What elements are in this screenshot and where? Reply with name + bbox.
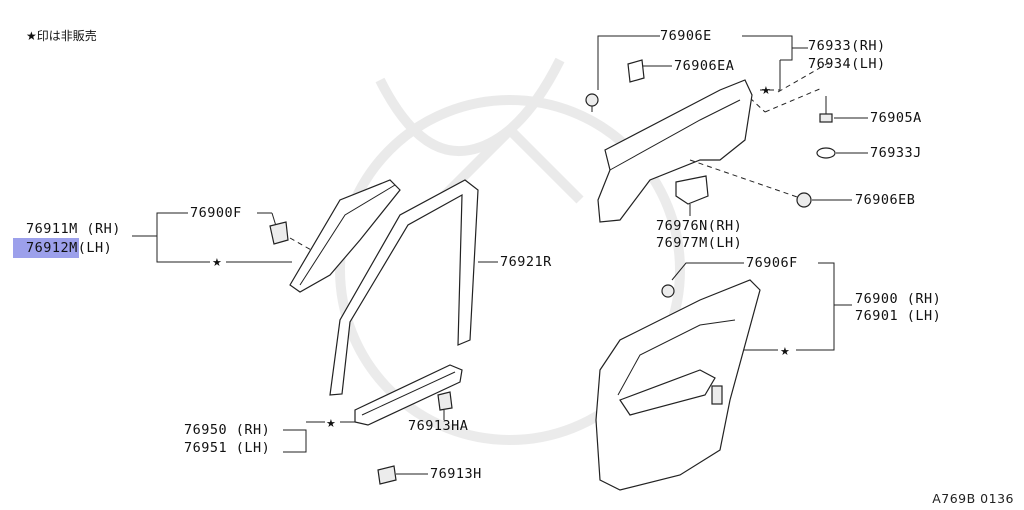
- label-76951[interactable]: 76951 (LH): [184, 440, 271, 456]
- svg-text:★: ★: [780, 345, 790, 358]
- svg-text:★: ★: [761, 84, 771, 97]
- svg-text:★: ★: [212, 256, 222, 269]
- label-76921R[interactable]: 76921R: [500, 254, 552, 270]
- label-76905A[interactable]: 76905A: [870, 110, 922, 126]
- label-76900F[interactable]: 76900F: [190, 205, 242, 221]
- label-76977M[interactable]: 76977M(LH): [656, 235, 743, 251]
- label-76901[interactable]: 76901 (LH): [855, 308, 942, 324]
- label-76976N[interactable]: 76976N(RH): [656, 218, 743, 234]
- drawing-code: A769B 0136: [932, 491, 1014, 506]
- weatherstrip: [329, 179, 479, 396]
- label-76934[interactable]: 76934(LH): [808, 56, 886, 72]
- label-76950[interactable]: 76950 (RH): [184, 422, 271, 438]
- washer-part: [816, 147, 836, 159]
- label-76900[interactable]: 76900 (RH): [855, 291, 942, 307]
- label-76911M[interactable]: 76911M (RH): [26, 221, 121, 237]
- label-76912M[interactable]: 76912M(LH): [26, 240, 113, 256]
- label-76913HA[interactable]: 76913HA: [408, 418, 469, 434]
- kicking-plate: [354, 364, 463, 426]
- label-76906F[interactable]: 76906F: [746, 255, 798, 271]
- legend-note: ★印は非販売: [26, 29, 97, 43]
- selection-highlight: [13, 238, 79, 258]
- label-76906E[interactable]: 76906E: [660, 28, 712, 44]
- label-76913H[interactable]: 76913H: [430, 466, 482, 482]
- label-76906EA[interactable]: 76906EA: [674, 58, 735, 74]
- label-76933[interactable]: 76933(RH): [808, 38, 886, 54]
- not-sold-markers: ★ ★ ★ ★: [212, 84, 790, 430]
- svg-text:★: ★: [326, 417, 336, 430]
- label-76906EB[interactable]: 76906EB: [855, 192, 916, 208]
- front-pillar-garnish: [289, 179, 401, 293]
- rear-pillar-trim: [597, 79, 753, 223]
- label-76933J[interactable]: 76933J: [870, 145, 922, 161]
- bracket-part: [675, 175, 709, 205]
